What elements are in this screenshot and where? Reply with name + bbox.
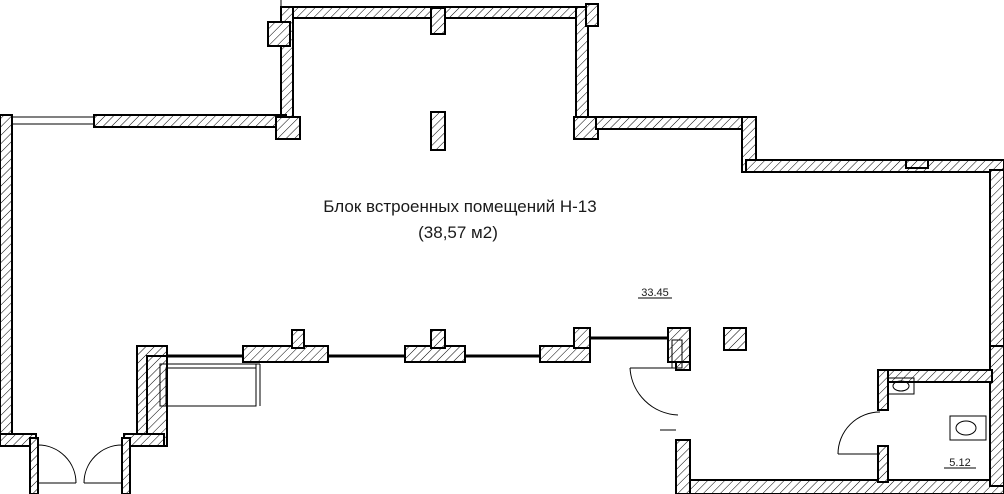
canopy <box>159 363 261 407</box>
wc-block <box>629 339 1004 494</box>
upper-bay-walls <box>267 0 599 151</box>
wash-basin-icon <box>887 377 915 395</box>
left-walls <box>0 114 301 446</box>
toilet-icon <box>949 415 987 441</box>
entrance-doors <box>0 433 165 494</box>
right-walls <box>573 116 1004 349</box>
wc-area-label: 5.12 <box>949 457 970 469</box>
room-area: (38,57 м2) <box>418 223 498 242</box>
main-room-area-label: 33.45 <box>641 287 669 299</box>
bottom-facade <box>136 327 747 447</box>
room-title: Блок встроенных помещений Н-13 <box>323 197 596 216</box>
